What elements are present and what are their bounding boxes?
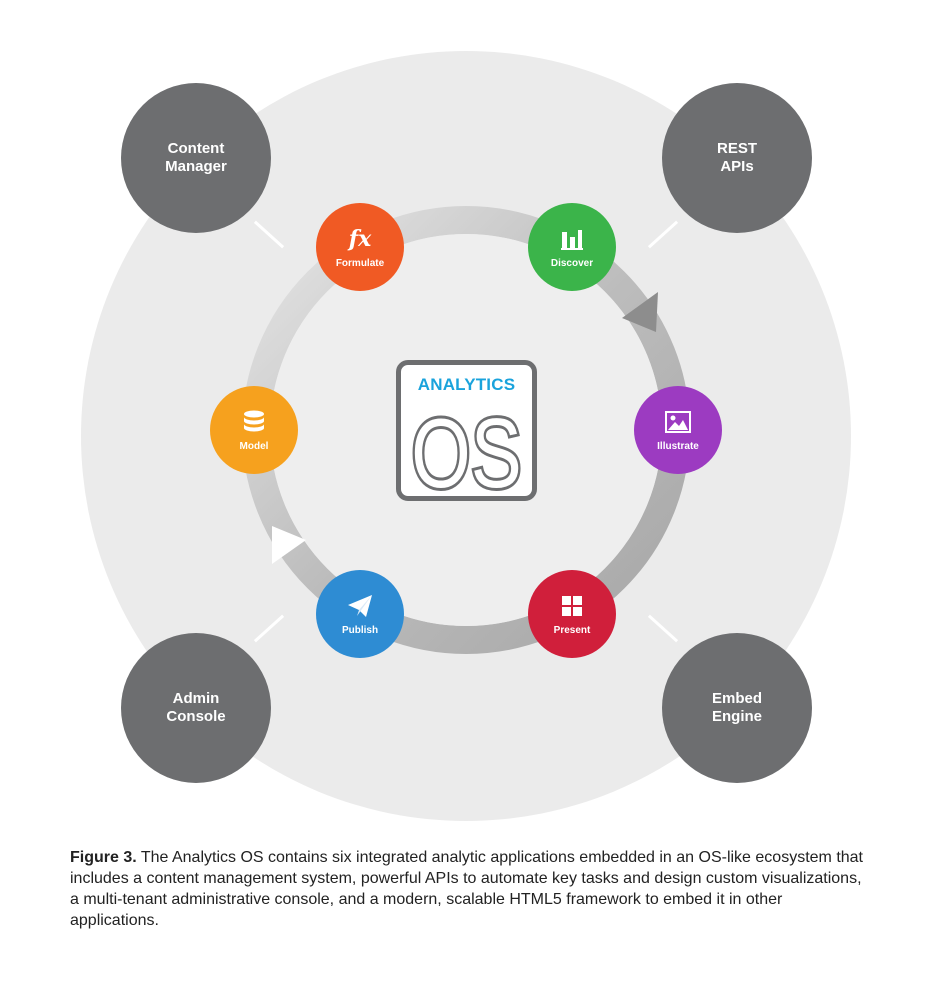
admin-console-node[interactable]: Admin Console xyxy=(121,633,271,783)
app-model[interactable]: Model xyxy=(210,386,298,474)
analytics-os-logo: ANALYTICS OS xyxy=(396,360,537,511)
logo-os-text: OS xyxy=(411,398,521,496)
embed-engine-label: Embed Engine xyxy=(711,690,762,725)
paper-plane-icon xyxy=(347,593,373,619)
app-illustrate[interactable]: Illustrate xyxy=(634,386,722,474)
database-icon xyxy=(243,409,265,435)
discover-label: Discover xyxy=(550,257,594,269)
embed-engine-node[interactable]: Embed Engine xyxy=(662,633,812,783)
analytics-os-diagram: Content Manager REST APIs Admin Console … xyxy=(81,51,851,821)
image-icon xyxy=(665,409,691,435)
model-label: Model xyxy=(239,440,269,452)
fx-icon: fx xyxy=(348,225,372,252)
admin-console-label: Admin Console xyxy=(166,690,226,725)
rest-apis-node[interactable]: REST APIs xyxy=(662,83,812,233)
formulate-label: Formulate xyxy=(335,257,385,269)
logo-os-mark: OS xyxy=(401,391,532,511)
grid-icon xyxy=(561,593,583,619)
app-formulate[interactable]: fx Formulate xyxy=(316,203,404,291)
rest-apis-label: REST APIs xyxy=(716,140,757,175)
content-manager-node[interactable]: Content Manager xyxy=(121,83,271,233)
present-label: Present xyxy=(553,624,591,636)
figure-caption: Figure 3. The Analytics OS contains six … xyxy=(70,847,870,931)
content-manager-label: Content Manager xyxy=(165,140,227,175)
caption-figure-number: Figure 3. xyxy=(70,849,137,866)
logo-brand-text: ANALYTICS xyxy=(417,375,516,394)
caption-text: The Analytics OS contains six integrated… xyxy=(70,849,863,929)
illustrate-label: Illustrate xyxy=(657,440,699,452)
publish-label: Publish xyxy=(341,624,379,636)
flow-arrow-left xyxy=(272,526,306,564)
app-present[interactable]: Present xyxy=(528,570,616,658)
app-publish[interactable]: Publish xyxy=(316,570,404,658)
bar-chart-icon xyxy=(560,226,584,252)
flow-arrow-right xyxy=(622,292,658,332)
app-discover[interactable]: Discover xyxy=(528,203,616,291)
